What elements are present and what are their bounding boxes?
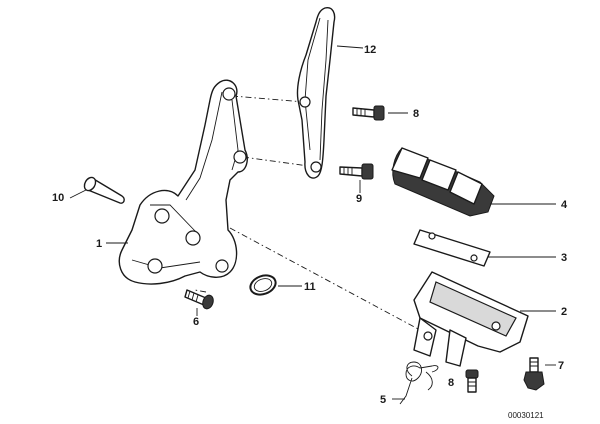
main-bracket-1 (118, 79, 248, 285)
callout-8-lower: 8 (448, 377, 454, 389)
screw-8-lower (465, 369, 479, 393)
callout-12: 12 (364, 44, 376, 56)
callout-8-upper: 8 (413, 108, 419, 120)
callouts: 12 8 9 4 3 2 7 10 1 11 6 5 8 (52, 44, 568, 406)
footpeg-housing-2 (413, 271, 529, 367)
spring-5 (399, 361, 439, 405)
callout-10: 10 (52, 192, 64, 204)
plate-3 (413, 229, 491, 267)
callout-1: 1 (96, 238, 102, 250)
footpeg-rubber-4 (391, 147, 495, 217)
assembly-lines (194, 95, 421, 331)
callout-6: 6 (193, 316, 199, 328)
callout-2: 2 (561, 306, 567, 318)
callout-11: 11 (304, 281, 316, 293)
screw-9 (339, 163, 374, 180)
leader-lines (69, 45, 556, 400)
callout-4: 4 (561, 199, 568, 211)
screw-7 (523, 357, 545, 391)
callout-3: 3 (561, 252, 567, 264)
pin-10 (83, 176, 125, 204)
screw-8-upper (352, 105, 385, 121)
callout-5: 5 (380, 394, 386, 406)
callout-7: 7 (558, 360, 564, 372)
callout-9: 9 (356, 193, 362, 205)
circlip-11 (249, 274, 277, 296)
reference-number: 00030121 (508, 411, 544, 420)
screw-6 (184, 289, 214, 310)
bracket-plate-12 (296, 7, 336, 179)
